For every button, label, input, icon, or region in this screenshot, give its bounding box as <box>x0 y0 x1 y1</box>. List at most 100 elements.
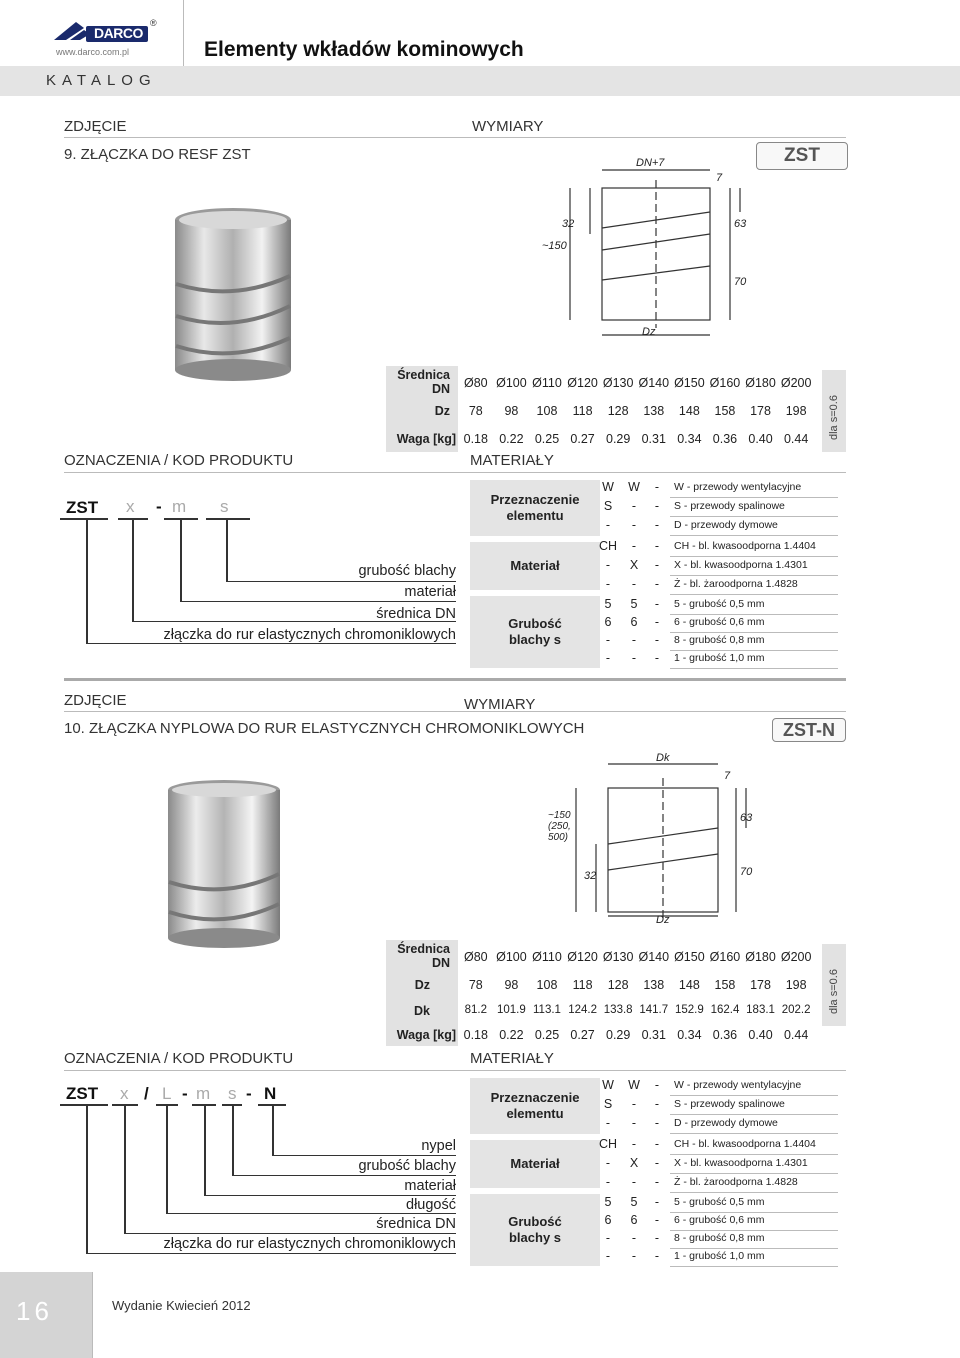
table-cell: 0.29 <box>606 432 631 446</box>
table-cell: 158 <box>714 978 736 992</box>
table-cell: 133.8 <box>603 1004 633 1016</box>
material-desc: Ż - bl. żaroodporna 1.4828 <box>670 1176 838 1193</box>
material-code: - <box>631 633 637 647</box>
material-code: - <box>654 1078 660 1092</box>
material-desc: X - bl. kwasoodporna 1.4301 <box>670 559 838 576</box>
material-code: 6 <box>630 615 638 629</box>
page-number-box <box>0 1272 92 1358</box>
table-cell: 78 <box>468 404 483 418</box>
code-part-s: s <box>220 497 229 516</box>
code-underline <box>222 1104 242 1106</box>
edition-label: Wydanie Kwiecień 2012 <box>112 1298 251 1313</box>
material-code: - <box>605 1175 611 1189</box>
table-cell: 178 <box>750 404 771 418</box>
code-dash: - <box>246 1084 252 1103</box>
material-code: - <box>631 499 637 513</box>
material-code: - <box>654 1175 660 1189</box>
code-part-s: s <box>228 1084 237 1103</box>
table-cell: 0.36 <box>712 1028 738 1042</box>
legend-item: złączka do rur elastycznych chromoniklow… <box>163 627 456 643</box>
table-cell: 0.27 <box>570 1028 595 1042</box>
materials-header: MATERIAŁY <box>470 452 554 469</box>
material-code: - <box>654 597 660 611</box>
spec-label-column <box>386 366 458 452</box>
material-code: 5 <box>630 1195 638 1209</box>
tree-line <box>180 601 456 602</box>
header-divider <box>183 0 184 76</box>
brand-url[interactable]: www.darco.com.pl <box>56 47 130 57</box>
tree-line <box>232 1106 234 1176</box>
material-desc: W - przewody wentylacyjne <box>670 1079 838 1096</box>
spec-label-dn: Średnica DN <box>397 368 450 396</box>
materials-header: MATERIAŁY <box>470 1050 554 1067</box>
code-underline <box>206 518 250 520</box>
table-cell: 0.18 <box>463 432 488 446</box>
table-cell: 0.34 <box>677 1028 702 1042</box>
material-desc: 5 - grubość 0,5 mm <box>670 598 838 615</box>
material-code: - <box>654 499 660 513</box>
material-code: - <box>654 577 660 591</box>
tree-line <box>272 1155 456 1156</box>
code-underline <box>156 1104 178 1106</box>
section-divider <box>64 678 846 681</box>
tree-line <box>86 1253 456 1254</box>
tree-line <box>124 1106 126 1234</box>
material-code: X <box>629 558 639 572</box>
material-code: - <box>605 518 611 532</box>
section-separator <box>64 1070 846 1071</box>
material-desc: W - przewody wentylacyjne <box>670 481 838 498</box>
dimensions-header: WYMIARY <box>464 696 536 713</box>
spec-label-weight: Waga [kg] <box>396 1028 456 1042</box>
product-photo <box>175 208 291 381</box>
table-cell: 124.2 <box>568 1004 597 1016</box>
table-cell: 198 <box>785 978 807 992</box>
table-cell: Ø120 <box>567 950 598 964</box>
code-underline <box>192 1104 216 1106</box>
dim-70: 70 <box>740 866 753 878</box>
code-prefix: ZST <box>66 1084 99 1103</box>
material-category: Materiał <box>470 542 600 590</box>
table-cell: Ø80 <box>463 950 488 964</box>
table-cell: Ø80 <box>463 376 488 390</box>
material-code: - <box>654 1249 660 1263</box>
material-code: 6 <box>630 1213 638 1227</box>
brand-name: DARCO <box>94 25 143 41</box>
table-cell: Ø150 <box>674 950 705 964</box>
code-part-L: L <box>162 1084 172 1103</box>
table-cell: 158 <box>714 404 736 418</box>
table-cell: Ø110 <box>532 376 562 390</box>
material-code: - <box>631 539 637 553</box>
material-code: - <box>654 518 660 532</box>
material-desc: 5 - grubość 0,5 mm <box>670 1196 838 1213</box>
dim-150: ~150 <box>542 240 567 252</box>
code-underline <box>118 518 148 520</box>
table-cell: 0.25 <box>534 432 560 446</box>
material-code: - <box>654 1231 660 1245</box>
material-code: - <box>631 518 637 532</box>
tree-line <box>180 520 182 602</box>
code-underline <box>164 518 198 520</box>
material-desc: 8 - grubość 0,8 mm <box>670 634 838 651</box>
code-prefix: ZST <box>66 498 99 517</box>
code-header: OZNACZENIA / KOD PRODUKTU <box>64 1050 294 1067</box>
table-cell: Ø110 <box>532 950 562 964</box>
dim-63: 63 <box>740 812 753 824</box>
material-desc: S - przewody spalinowe <box>670 1098 838 1115</box>
material-category: Materiał <box>470 1140 600 1188</box>
material-desc: CH - bl. kwasoodporna 1.4404 <box>670 540 838 557</box>
tree-line <box>272 1106 274 1156</box>
material-code: S <box>603 499 613 513</box>
product-badge: ZST-N <box>772 718 846 742</box>
legend-item: długość <box>406 1197 456 1213</box>
material-desc: Ż - bl. żaroodporna 1.4828 <box>670 578 838 595</box>
table-cell: 138 <box>643 404 665 418</box>
material-code: X <box>629 1156 639 1170</box>
material-category: Grubość blachy s <box>470 1194 600 1266</box>
code-part-x: x <box>120 1084 129 1103</box>
table-cell: 178 <box>750 978 771 992</box>
table-cell: 0.34 <box>677 432 702 446</box>
table-cell: 148 <box>678 404 700 418</box>
